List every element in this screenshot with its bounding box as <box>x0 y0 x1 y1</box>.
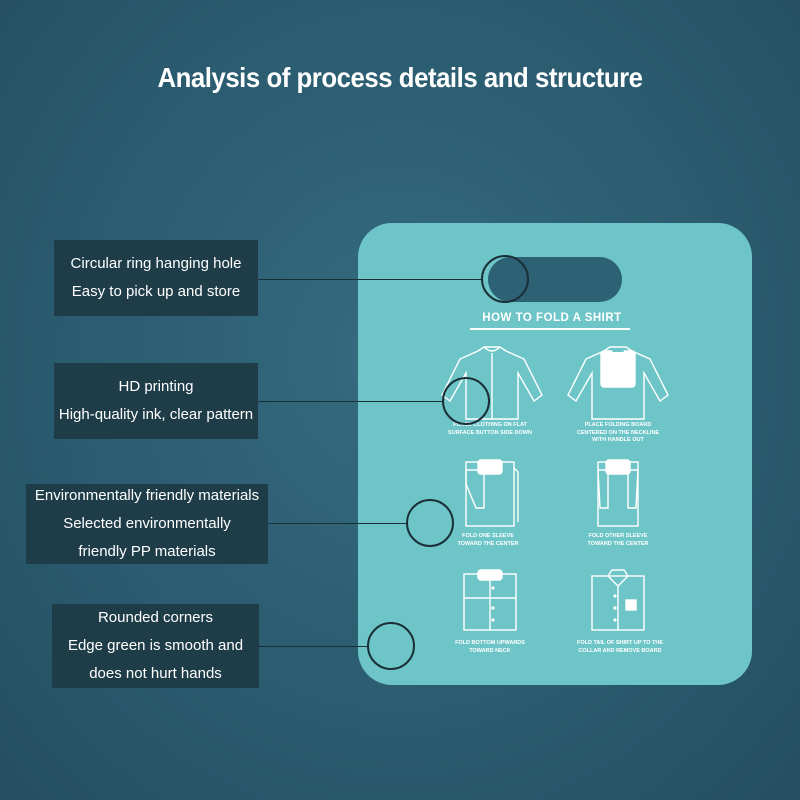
highlight-ring <box>442 377 490 425</box>
callout-line: Circular ring hanging hole <box>70 255 242 272</box>
board-title-underline <box>470 328 630 330</box>
callout-line: HD printing <box>118 378 194 395</box>
shirt-step-3-icon <box>458 458 522 530</box>
connector-line <box>259 646 369 647</box>
callout-line: Selected environmentally <box>63 515 231 532</box>
page-title: Analysis of process details and structur… <box>157 62 643 93</box>
callout-line: High-quality ink, clear pattern <box>58 406 254 423</box>
callout-line: Edge green is smooth and <box>67 637 244 654</box>
connector-line <box>268 523 408 524</box>
callout-eco-materials: Environmentally friendly materials Selec… <box>26 484 268 564</box>
callout-hanging-hole: Circular ring hanging hole Easy to pick … <box>54 240 258 316</box>
connector-line <box>258 279 483 280</box>
connector-line <box>258 401 444 402</box>
callout-line: Easy to pick up and store <box>71 283 241 300</box>
callout-line: does not hurt hands <box>89 665 222 682</box>
callout-line: Rounded corners <box>97 609 214 626</box>
highlight-ring <box>367 622 415 670</box>
callout-hd-printing: HD printing High-quality ink, clear patt… <box>54 363 258 439</box>
callout-line: friendly PP materials <box>78 543 216 560</box>
board-title: HOW TO FOLD A SHIRT <box>482 312 622 324</box>
shirt-step-4-icon <box>586 458 650 530</box>
highlight-ring <box>481 255 529 303</box>
shirt-step-6-icon <box>586 566 650 634</box>
callout-rounded-corners: Rounded corners Edge green is smooth and… <box>52 604 259 688</box>
shirt-step-2-icon <box>566 345 670 423</box>
shirt-step-5-icon <box>458 568 522 634</box>
callout-line: Environmentally friendly materials <box>34 487 260 504</box>
highlight-ring <box>406 499 454 547</box>
